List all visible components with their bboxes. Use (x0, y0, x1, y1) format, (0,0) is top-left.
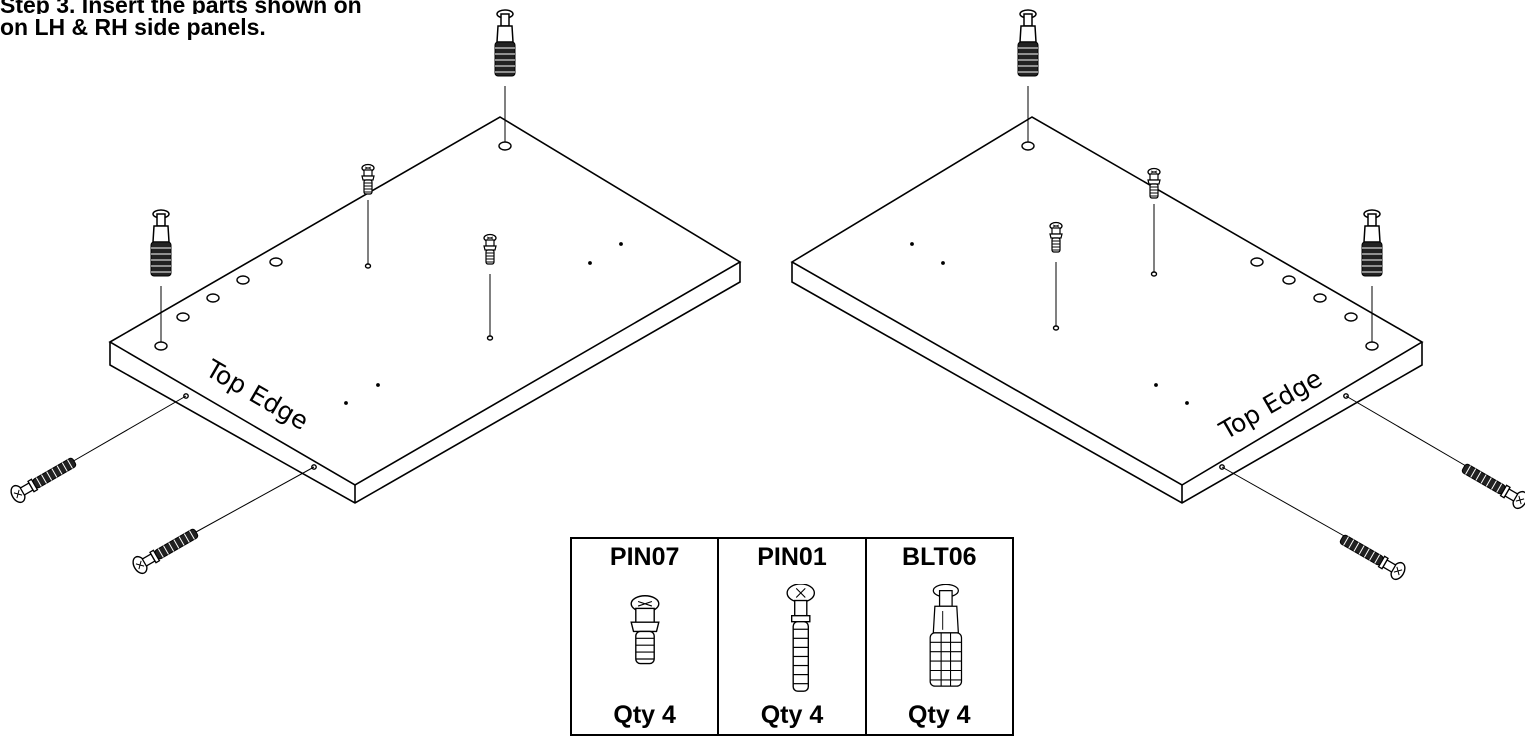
part-quantity: Qty 4 (908, 701, 971, 729)
step-instruction: Step 3. Insert the parts shown on on LH … (0, 0, 362, 61)
small-cam-pin-icon (361, 163, 375, 195)
instruction-line-2: on LH & RH side panels. (0, 14, 266, 40)
legend-cell-pin01: PIN01 Qty 4 (719, 539, 867, 734)
instruction-line-1: Step 3. Insert the parts shown on (0, 0, 362, 14)
cam-bolt-icon (150, 209, 172, 277)
small-cam-pin-icon (1049, 221, 1063, 253)
cam-pin-screw-icon (1458, 459, 1525, 512)
cam-pin-screw-icon (1336, 530, 1409, 583)
part-code: PIN07 (609, 543, 680, 571)
part-code: BLT06 (902, 543, 977, 571)
small-cam-pin-icon (483, 233, 497, 265)
left-side-panel (108, 116, 742, 504)
cam-bolt-icon (1017, 9, 1039, 77)
small-cam-pin-icon (630, 595, 660, 665)
left-panel-leader-lines (69, 86, 506, 533)
legend-cell-blt06: BLT06 Qty 4 (867, 539, 1012, 734)
right-panel-holes (910, 141, 1379, 470)
cam-bolt-icon (494, 9, 516, 77)
right-side-panel (790, 116, 1424, 504)
part-quantity: Qty 4 (760, 701, 824, 729)
cam-pin-screw-icon (7, 453, 80, 506)
parts-legend-table: PIN07 Qty 4 PIN01 (570, 537, 1014, 736)
right-panel-leader-lines (1027, 86, 1467, 538)
dowel-bolt-icon (929, 584, 962, 687)
small-cam-pin-icon (1147, 167, 1161, 199)
cam-pin-screw-icon (786, 584, 816, 692)
legend-cell-pin07: PIN07 Qty 4 (572, 539, 720, 734)
cam-pin-screw-icon (129, 524, 202, 577)
part-quantity: Qty 4 (613, 701, 676, 729)
cam-bolt-icon (1361, 209, 1383, 277)
part-code: PIN01 (757, 543, 827, 571)
